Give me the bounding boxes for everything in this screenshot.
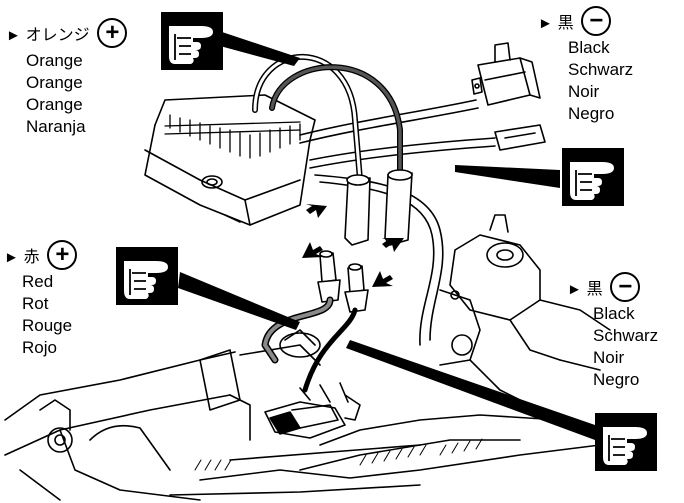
translation: Red bbox=[22, 272, 54, 291]
translation: Orange bbox=[26, 51, 83, 70]
plus-circle-icon: + bbox=[97, 18, 128, 48]
translation: Rouge bbox=[22, 316, 73, 335]
motor-connectors bbox=[317, 250, 369, 313]
pointing-hand-icon bbox=[595, 413, 657, 471]
translation: Orange bbox=[26, 95, 83, 114]
japanese-label: 黒 bbox=[557, 13, 574, 32]
motor-positive-label: ► 赤 + Red Rot Rouge Rojo bbox=[4, 240, 78, 359]
translation: Naranja bbox=[26, 117, 86, 136]
translation: Black bbox=[593, 304, 635, 323]
motor-negative-label: ► 黒 − Black Schwarz Noir Negro bbox=[567, 272, 658, 391]
translation: Rot bbox=[22, 294, 49, 313]
pointing-hand-icon bbox=[161, 12, 223, 70]
translation: Orange bbox=[26, 73, 83, 92]
arrow-right-icon: ► bbox=[4, 249, 19, 266]
pointing-hand-icon bbox=[562, 148, 624, 206]
translation: Negro bbox=[593, 370, 640, 389]
switch-negative-label: ► 黒 − Black Schwarz Noir Negro bbox=[538, 6, 633, 125]
steering-mechanism bbox=[439, 214, 611, 401]
esc-power-leads bbox=[252, 53, 403, 183]
translation: Negro bbox=[568, 104, 615, 123]
motor-leads bbox=[261, 296, 358, 393]
esc-positive-label: ► オレンジ + Orange Orange Orange Naranja bbox=[6, 18, 128, 138]
translation: Schwarz bbox=[568, 60, 634, 79]
minus-circle-icon: − bbox=[610, 272, 641, 302]
switch bbox=[471, 42, 541, 106]
receiver-plug bbox=[264, 382, 361, 439]
insertion-arrows bbox=[302, 204, 404, 287]
chassis bbox=[4, 344, 601, 501]
translation: Rojo bbox=[22, 338, 57, 357]
speed-controller bbox=[144, 94, 316, 226]
translation: Black bbox=[568, 38, 610, 57]
arrow-right-icon: ► bbox=[538, 15, 553, 32]
japanese-label: 黒 bbox=[586, 279, 603, 298]
esc-connectors bbox=[344, 169, 413, 246]
pointing-hand-icon bbox=[116, 247, 178, 305]
translation: Noir bbox=[568, 82, 600, 101]
japanese-label: オレンジ bbox=[25, 25, 90, 44]
plus-circle-icon: + bbox=[47, 240, 78, 270]
arrow-right-icon: ► bbox=[6, 27, 21, 44]
translation: Schwarz bbox=[593, 326, 659, 345]
translation: Noir bbox=[593, 348, 625, 367]
japanese-label: 赤 bbox=[23, 247, 40, 266]
arrow-right-icon: ► bbox=[567, 281, 582, 298]
minus-circle-icon: − bbox=[581, 6, 612, 36]
